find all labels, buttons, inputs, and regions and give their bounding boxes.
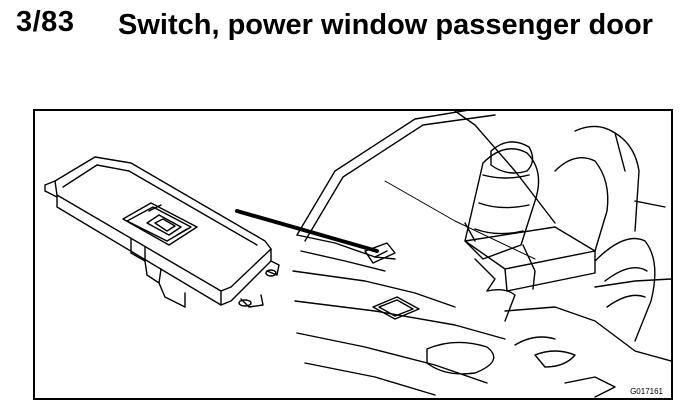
illustration-frame: G017161 (33, 109, 673, 400)
power-window-switch-icon (44, 156, 280, 308)
car-interior-icon (292, 111, 671, 398)
section-number: 3/83 (16, 6, 75, 38)
page-title: Switch, power window passenger door (118, 9, 653, 41)
illustration (44, 111, 671, 398)
figure-code: G017161 (630, 387, 663, 396)
pointer-arrow-icon (235, 209, 379, 253)
